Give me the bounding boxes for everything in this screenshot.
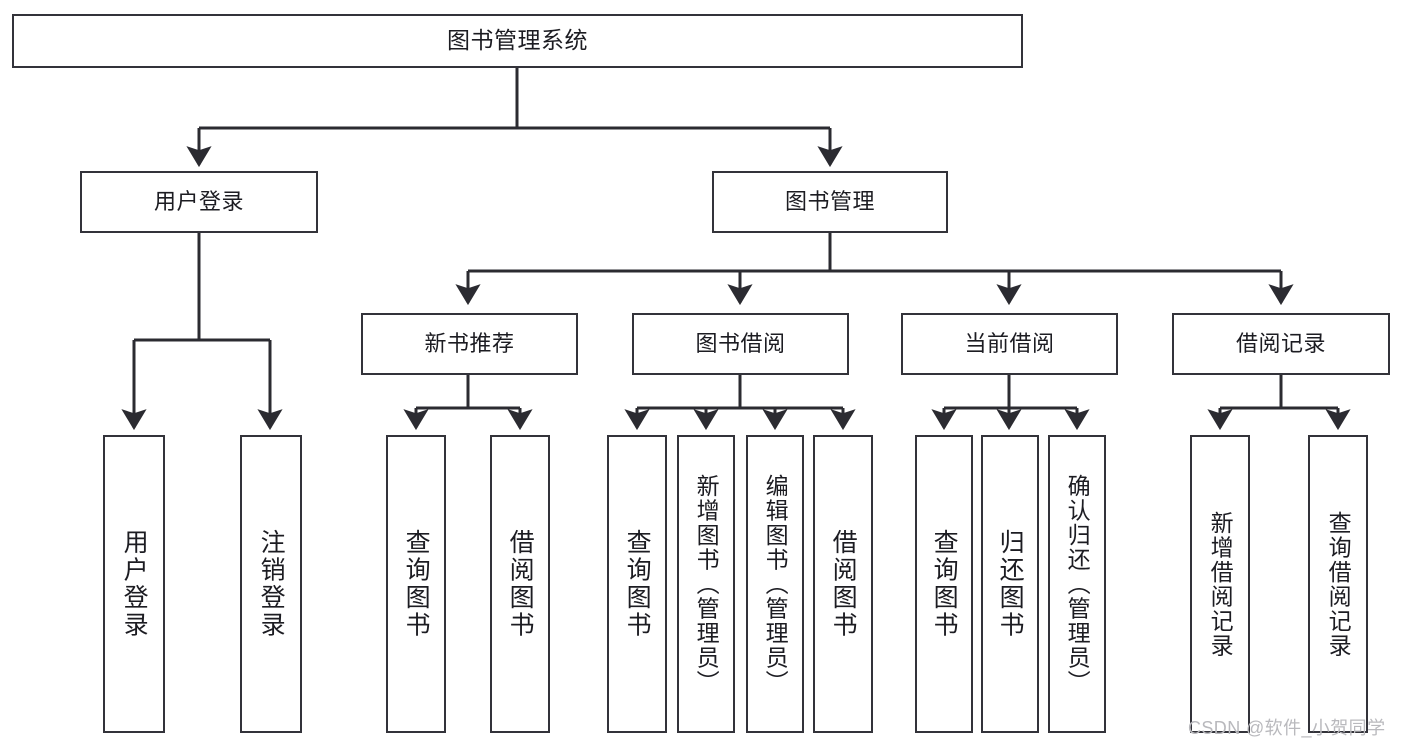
node-borrow-record[interactable]: 借阅记录 (1172, 313, 1390, 375)
node-leaf-query-book-1[interactable]: 查询图书 (386, 435, 446, 733)
node-leaf-borrow-book-1-label: 借阅图书 (506, 529, 535, 639)
node-current-borrow-label: 当前借阅 (964, 331, 1055, 357)
node-book-borrow[interactable]: 图书借阅 (632, 313, 849, 375)
node-leaf-logout-label: 注销登录 (257, 529, 286, 639)
node-new-book-rec[interactable]: 新书推荐 (361, 313, 578, 375)
node-leaf-logout[interactable]: 注销登录 (240, 435, 302, 733)
node-user-login[interactable]: 用户登录 (80, 171, 318, 233)
node-leaf-confirm-return[interactable]: 确认归还（管理员） (1048, 435, 1106, 733)
node-root-label: 图书管理系统 (447, 27, 588, 54)
node-new-book-rec-label: 新书推荐 (424, 331, 515, 357)
node-leaf-add-book-label: 新增图书（管理员） (693, 473, 720, 695)
node-leaf-add-record[interactable]: 新增借阅记录 (1190, 435, 1250, 733)
node-leaf-user-login-label: 用户登录 (120, 529, 149, 639)
node-leaf-borrow-book-1[interactable]: 借阅图书 (490, 435, 550, 733)
node-leaf-borrow-book-2-label: 借阅图书 (829, 529, 858, 639)
node-leaf-user-login[interactable]: 用户登录 (103, 435, 165, 733)
node-leaf-edit-book[interactable]: 编辑图书（管理员） (746, 435, 804, 733)
node-borrow-record-label: 借阅记录 (1235, 331, 1326, 357)
node-leaf-add-book[interactable]: 新增图书（管理员） (677, 435, 735, 733)
node-leaf-borrow-book-2[interactable]: 借阅图书 (813, 435, 873, 733)
node-book-manage-label: 图书管理 (784, 189, 875, 215)
node-current-borrow[interactable]: 当前借阅 (901, 313, 1118, 375)
node-leaf-query-book-1-label: 查询图书 (402, 529, 431, 639)
node-leaf-query-book-3[interactable]: 查询图书 (915, 435, 973, 733)
node-user-login-label: 用户登录 (153, 189, 244, 215)
node-leaf-confirm-return-label: 确认归还（管理员） (1064, 473, 1091, 695)
node-leaf-add-record-label: 新增借阅记录 (1207, 510, 1234, 658)
node-leaf-query-book-2[interactable]: 查询图书 (607, 435, 667, 733)
node-leaf-edit-book-label: 编辑图书（管理员） (762, 473, 789, 695)
node-book-borrow-label: 图书借阅 (695, 331, 786, 357)
node-leaf-query-record-label: 查询借阅记录 (1325, 510, 1352, 658)
node-leaf-query-book-3-label: 查询图书 (930, 529, 959, 639)
node-leaf-query-book-2-label: 查询图书 (623, 529, 652, 639)
node-book-manage[interactable]: 图书管理 (712, 171, 948, 233)
node-root[interactable]: 图书管理系统 (12, 14, 1023, 68)
node-leaf-query-record[interactable]: 查询借阅记录 (1308, 435, 1368, 733)
watermark: CSDN @软件_小贺同学 (1188, 718, 1386, 738)
node-leaf-return-book-label: 归还图书 (996, 529, 1025, 639)
node-leaf-return-book[interactable]: 归还图书 (981, 435, 1039, 733)
